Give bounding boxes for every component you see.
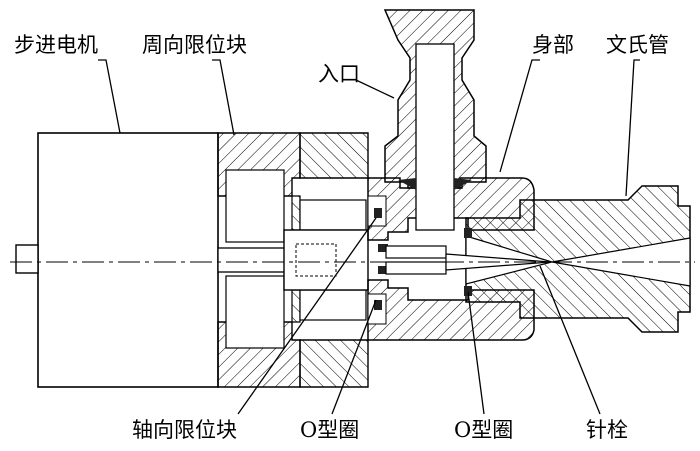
label-stepper-motor: 步进电机: [14, 33, 98, 57]
label-oring-1: O型圈: [300, 418, 360, 442]
label-venturi: 文氏管: [606, 33, 669, 57]
leader-oring-1: [331, 299, 377, 415]
label-inlet: 入口: [318, 62, 360, 86]
needle-pintle: [385, 245, 551, 275]
label-needle: 针栓: [586, 418, 628, 442]
circumferential-stop-block: [217, 132, 301, 388]
axial-stop-block: [283, 229, 369, 291]
label-oring-2: O型圈: [454, 418, 514, 442]
leader-circ-stop: [212, 59, 235, 136]
coupling-housing: [291, 132, 369, 388]
leader-lines: [98, 59, 640, 415]
label-axial-stop: 轴向限位块: [132, 418, 237, 442]
leader-needle: [539, 265, 601, 415]
leader-venturi: [625, 59, 640, 197]
label-body: 身部: [532, 33, 574, 57]
leader-axial-stop: [237, 217, 377, 415]
stepper-motor: [15, 132, 289, 388]
leader-body: [499, 59, 540, 173]
label-circumferential-stop: 周向限位块: [142, 33, 247, 57]
inlet-fitting: [383, 9, 487, 231]
leader-stepper-motor: [98, 59, 121, 134]
leader-inlet: [355, 79, 395, 99]
leader-oring-2: [467, 291, 485, 415]
